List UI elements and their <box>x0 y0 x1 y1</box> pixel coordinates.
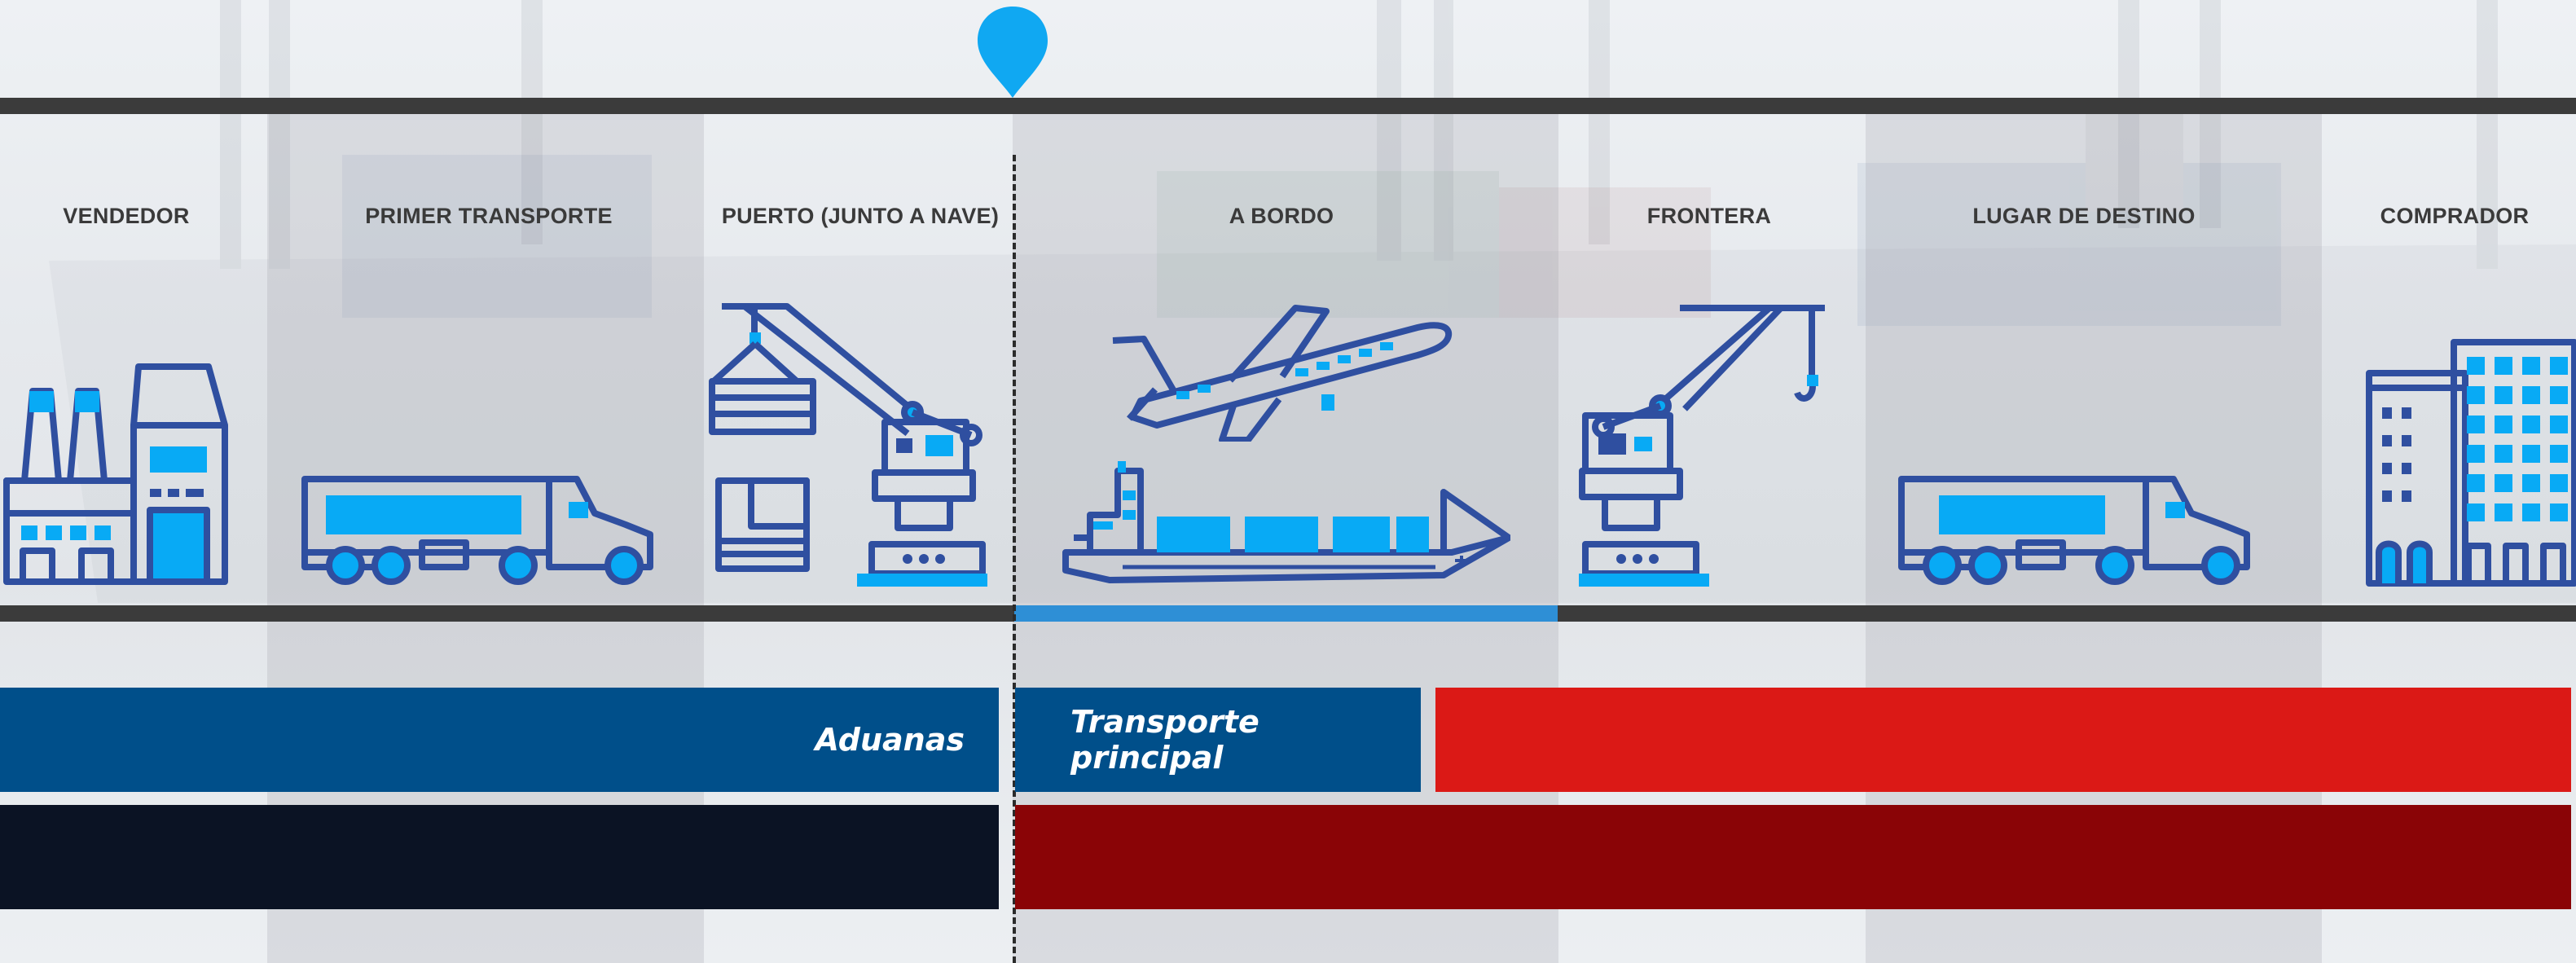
customs-bar: Aduanas <box>0 688 999 792</box>
risk-transfer-segment <box>1014 605 1558 622</box>
risk-transfer-divider <box>1013 155 1016 963</box>
port-crane-icon <box>709 303 987 587</box>
customs-bar-label: Aduanas <box>815 722 965 758</box>
buyer-cost-bar <box>1435 688 2571 792</box>
factory-icon <box>3 363 228 585</box>
column-label-vendedor: VENDEDOR <box>63 204 190 228</box>
column-label-puerto: PUERTO (JUNTO A NAVE) <box>721 204 1000 228</box>
column-label-a-bordo: A BORDO <box>1229 204 1334 228</box>
seller-risk-bar <box>0 805 999 909</box>
location-pin-icon <box>978 7 1048 98</box>
cargo-ship-icon <box>1062 461 1510 583</box>
airplane-icon <box>1112 305 1453 442</box>
destination-truck-icon <box>1898 476 2250 585</box>
column-label-primer-transporte: PRIMER TRANSPORTE <box>365 204 613 228</box>
border-crane-icon <box>1579 305 1825 587</box>
main-transport-bar-label: Transporte principal <box>1070 704 1259 776</box>
main-transport-bar: Transporte principal <box>1015 688 1421 792</box>
top-rail <box>0 98 2576 114</box>
buyer-risk-bar <box>1015 805 2571 909</box>
column-label-comprador: COMPRADOR <box>2380 204 2530 228</box>
column-label-lugar-de-destino: LUGAR DE DESTINO <box>1972 204 2196 228</box>
truck-icon <box>301 476 653 585</box>
office-building-icon <box>2366 339 2576 587</box>
column-label-frontera: FRONTERA <box>1646 204 1772 228</box>
